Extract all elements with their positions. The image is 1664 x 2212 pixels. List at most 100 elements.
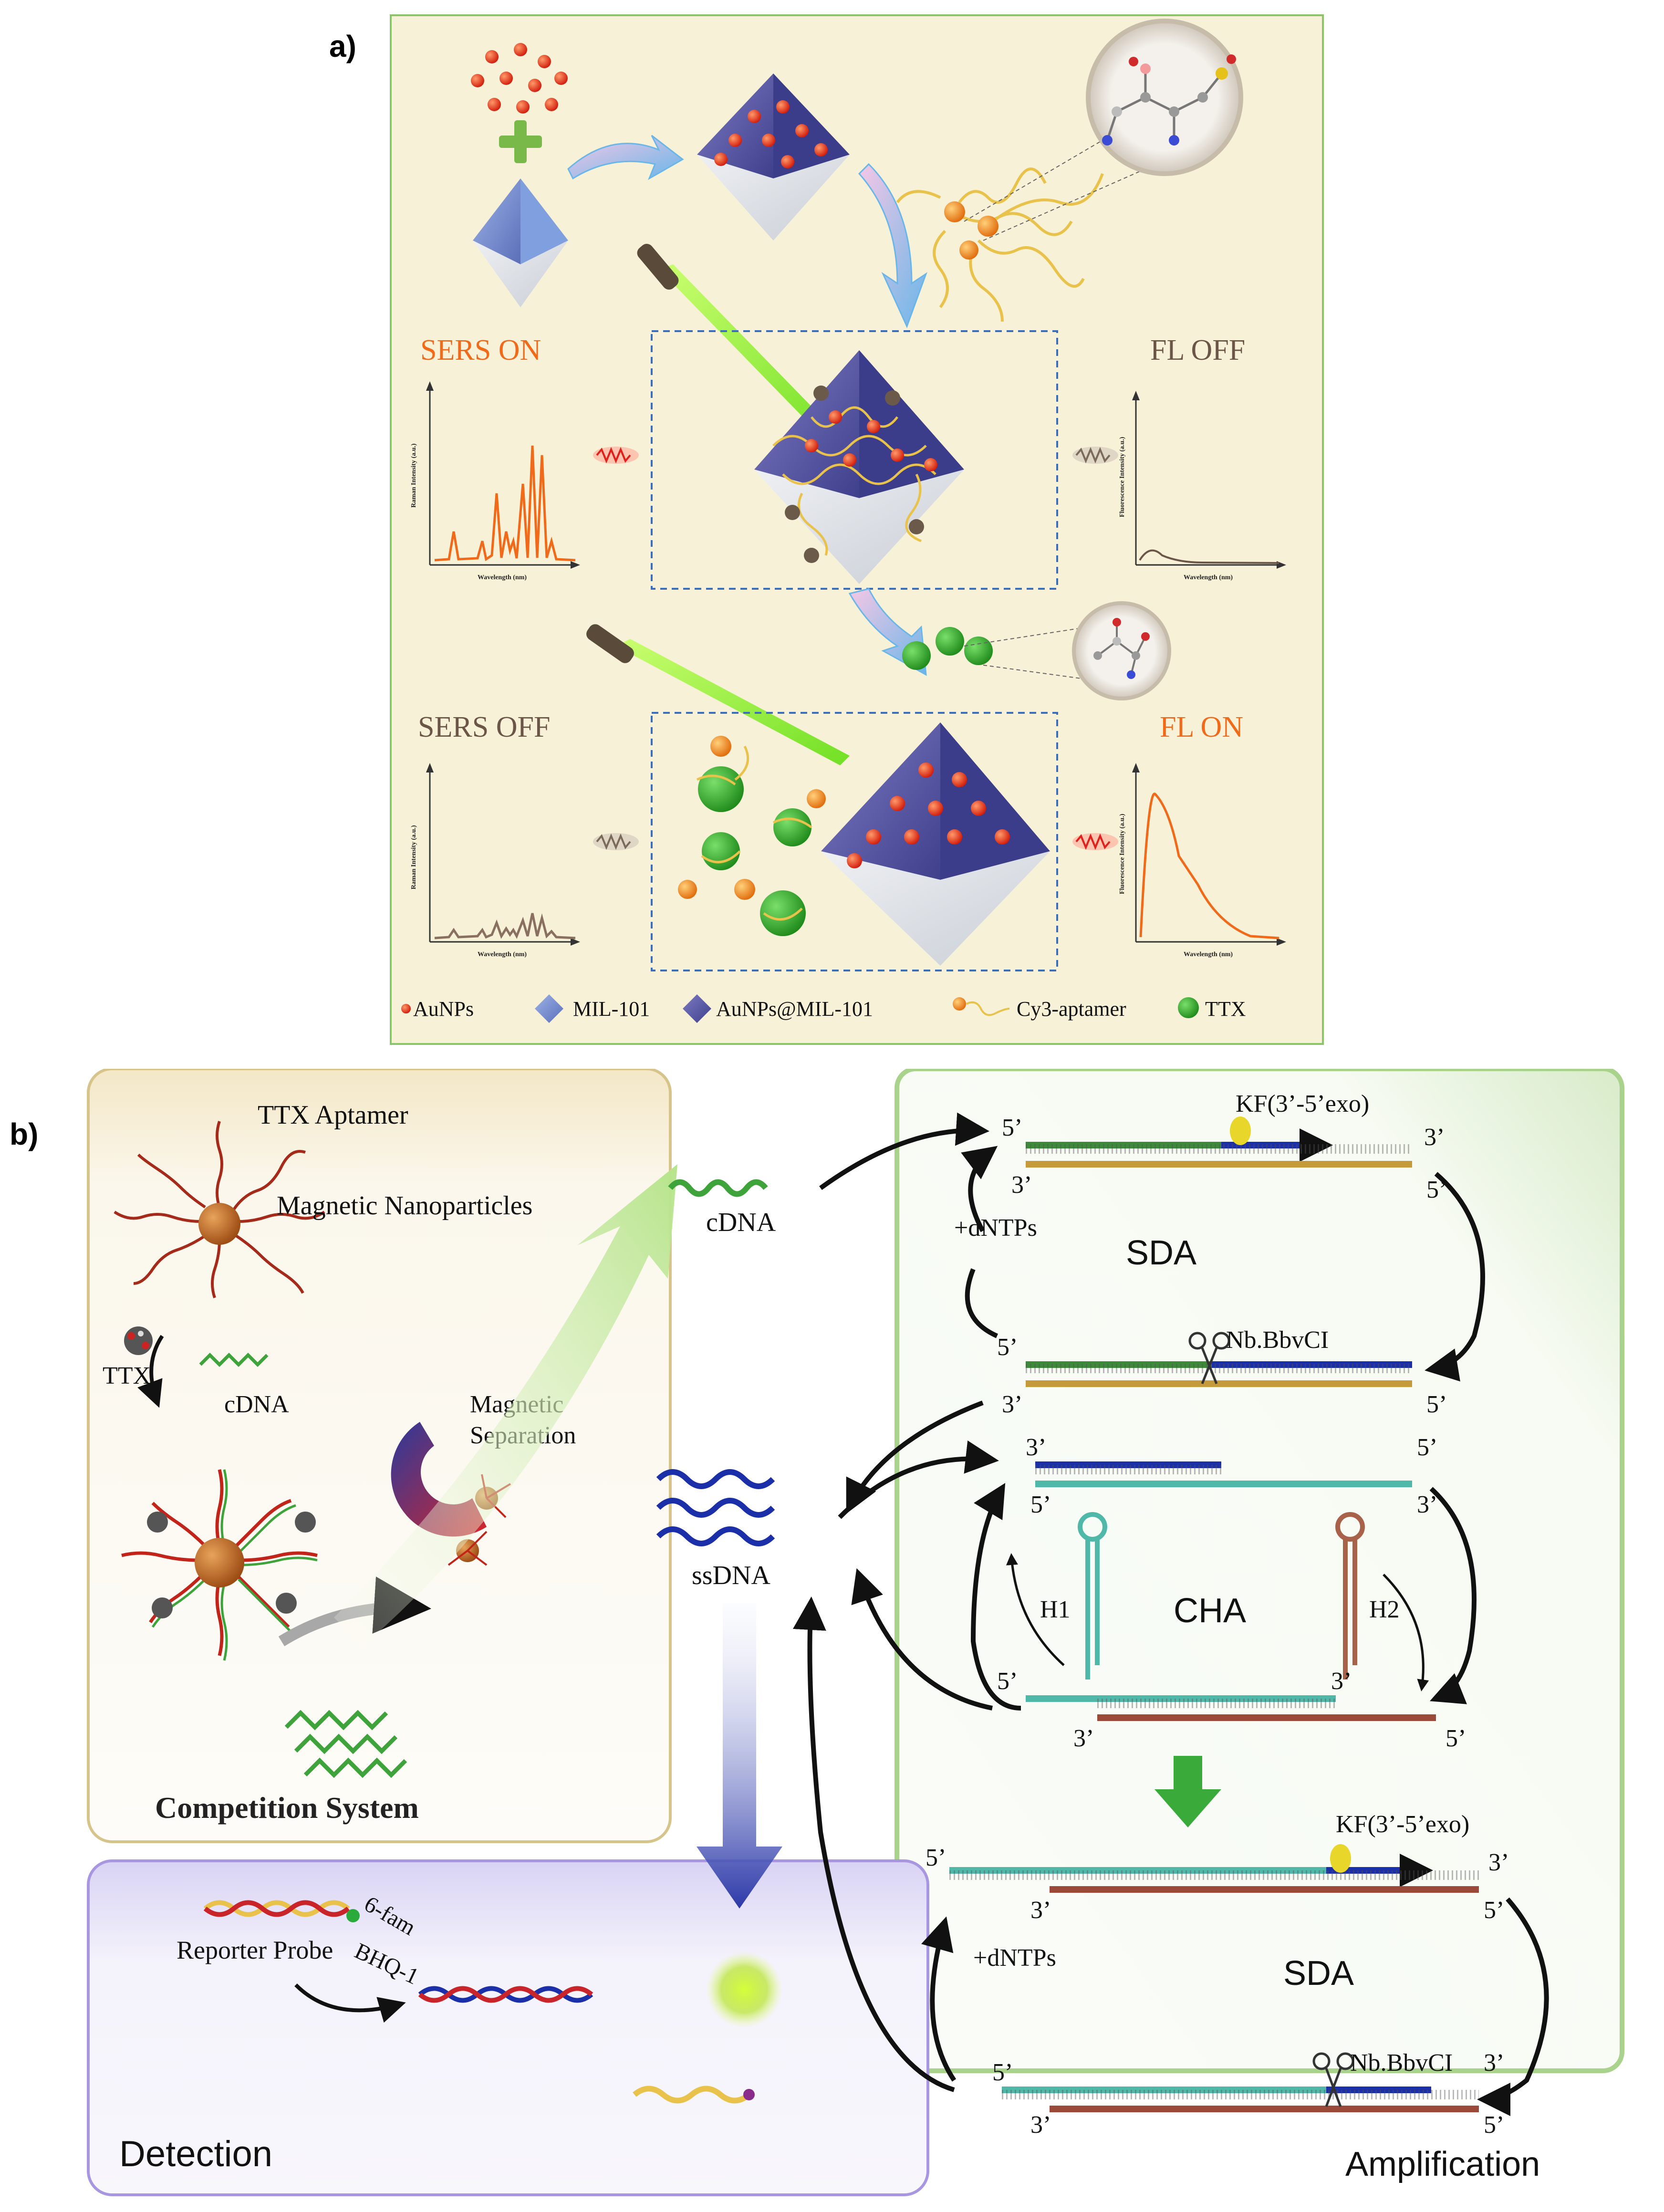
competition-system-title: Competition System — [155, 1791, 419, 1825]
complex-box-2 — [651, 712, 1058, 971]
fluor-xlabel: Wavelength (nm) — [1184, 574, 1233, 581]
five-prime-11: 5’ — [992, 2059, 1013, 2086]
legend-aunps: AuNPs — [413, 997, 474, 1021]
five-prime-10: 5’ — [1484, 1897, 1504, 1924]
legend-aunps-mil101-icon — [683, 994, 711, 1023]
fluorescence-spectrum-off-chart: Fluorescence Intensity (a.u.) Wavelength… — [1119, 391, 1286, 581]
cdna-to-sda-arrow — [819, 1112, 989, 1190]
ttx-molecule-icon — [124, 1326, 153, 1355]
amplification-title: Amplification — [1345, 2145, 1540, 2183]
legend-aunps-mil101: AuNPs@MIL-101 — [716, 997, 873, 1021]
panel-a-frame: SERS ON FL OFF — [390, 14, 1324, 1045]
kf-label-1: KF(3’-5’exo) — [1236, 1090, 1369, 1117]
process-arrow-1 — [567, 135, 684, 180]
ttx-molecule-zoom-icon — [1072, 601, 1171, 700]
sda-cycle-1 — [961, 1116, 1485, 1387]
fluorescence-spectrum-on-chart: Fluorescence Intensity (a.u.) Wavelength… — [1119, 763, 1286, 958]
amplification-panel — [894, 1069, 1624, 2073]
dntps-label-1: +dNTPs — [954, 1214, 1037, 1242]
nb-label-2: Nb.BbvCI — [1350, 2049, 1453, 2076]
five-prime-7: 5’ — [997, 1668, 1018, 1695]
cdna-strand-icon — [668, 1179, 768, 1197]
fluorescence-glow-icon — [706, 1951, 782, 2028]
five-prime-12: 5’ — [1484, 2111, 1504, 2139]
released-quencher-strand-icon — [633, 2086, 751, 2104]
sda-cycle-2 — [921, 1844, 1549, 2116]
five-prime-6: 5’ — [1030, 1491, 1051, 1518]
raman-xlabel: Wavelength (nm) — [478, 574, 527, 581]
h1-label: H1 — [1040, 1596, 1071, 1623]
ttx-cluster-icon — [902, 627, 993, 670]
reporter-probe-label: Reporter Probe — [177, 1936, 333, 1964]
sda-label-2: SDA — [1283, 1954, 1354, 1993]
raman-xlabel-2: Wavelength (nm) — [478, 951, 527, 958]
signal-wave-on-icon — [593, 447, 639, 464]
three-prime-7: 3’ — [1073, 1725, 1094, 1752]
three-prime-9: 3’ — [1030, 1897, 1051, 1924]
cdna-label-competition: cDNA — [224, 1391, 289, 1418]
three-prime-11: 3’ — [1030, 2111, 1051, 2139]
panel-b-illustration: TTX Aptamer Magnetic Nanoparticles TTX c… — [87, 1069, 1624, 2196]
blue-flow-arrow — [697, 1603, 782, 1909]
fluor-ylabel: Fluorescence Intensity (a.u.) — [1119, 437, 1126, 517]
legend-ttx-icon — [1178, 997, 1199, 1018]
aunps-cluster-icon — [471, 43, 568, 114]
green-flow-arrow — [334, 1164, 677, 1646]
competition-panel — [87, 1069, 672, 1843]
detection-arrow — [294, 1983, 406, 2023]
five-prime-4: 5’ — [1426, 1391, 1447, 1418]
legend-ttx: TTX — [1205, 997, 1246, 1021]
five-prime-3: 5’ — [997, 1334, 1018, 1361]
fl-on-label: FL ON — [1160, 711, 1243, 743]
ttx-label: TTX — [103, 1362, 151, 1389]
aptamer-magnetic-nanoparticle-icon — [114, 1121, 325, 1298]
aunps-mil101-octahedron-icon — [697, 73, 850, 240]
process-arrow-2 — [858, 163, 927, 328]
three-prime-2: 3’ — [1011, 1171, 1032, 1199]
raman-ylabel-2: Raman Intensity (a.u.) — [410, 825, 417, 889]
mil101-octahedron-icon — [473, 178, 568, 307]
three-prime-3: 3’ — [1002, 1391, 1022, 1418]
scissors-icon — [1188, 1332, 1230, 1384]
five-prime-9: 5’ — [926, 1844, 946, 1871]
five-prime-5: 5’ — [1417, 1434, 1437, 1461]
fl-off-label: FL OFF — [1150, 334, 1245, 366]
fluor-ylabel-2: Fluorescence Intensity (a.u.) — [1119, 814, 1126, 894]
magnetic-nanoparticles-label: Magnetic Nanoparticles — [277, 1191, 532, 1221]
raman-ylabel: Raman Intensity (a.u.) — [410, 443, 417, 508]
fluor-xlabel-2: Wavelength (nm) — [1184, 951, 1233, 958]
legend-mil101: MIL-101 — [573, 997, 650, 1021]
signal-wave-off-icon-2 — [593, 833, 639, 850]
five-prime-2: 5’ — [1426, 1176, 1447, 1203]
free-cdna-strands-icon — [284, 1710, 407, 1778]
dntps-label-2: +dNTPs — [973, 1944, 1056, 1972]
three-prime-1: 3’ — [1424, 1124, 1445, 1151]
ssdna-strands-icon — [656, 1469, 775, 1546]
panel-b-label: b) — [10, 1117, 39, 1151]
raman-spectrum-on-chart: Raman Intensity (a.u.) Wavelength (nm) — [410, 381, 580, 581]
legend-cy3: Cy3-aptamer — [1017, 997, 1126, 1021]
laser-pointer-icon — [637, 244, 850, 450]
kf-polymerase-icon-2 — [1330, 1844, 1351, 1873]
green-down-arrow — [1154, 1756, 1221, 1827]
three-prime-6: 3’ — [1331, 1668, 1352, 1695]
five-prime-8: 5’ — [1446, 1725, 1466, 1752]
cha-to-ssdna-arrow — [851, 1568, 993, 1711]
reporter-probe-icon — [203, 1900, 360, 1922]
cdna-squiggle-icon — [199, 1353, 269, 1367]
sda-to-ssdna-arrow — [846, 1400, 984, 1514]
h1-hairpin-icon — [1078, 1512, 1107, 1680]
bhq-quencher-icon — [743, 2089, 755, 2100]
three-prime-4: 3’ — [1026, 1434, 1046, 1461]
aunps-mil101-released-icon — [821, 722, 1050, 966]
complex-box-1 — [651, 330, 1058, 590]
h2-hairpin-icon — [1335, 1512, 1365, 1680]
ttx-aptamer-complexes-icon — [678, 736, 826, 936]
h2-label: H2 — [1369, 1596, 1400, 1623]
kf-polymerase-icon — [1230, 1116, 1251, 1145]
cha-cycle — [970, 1461, 1477, 1721]
sers-on-label: SERS ON — [420, 334, 541, 366]
legend-mil101-icon — [535, 994, 563, 1023]
laser-pointer-icon-2 — [586, 624, 850, 765]
sda-label-1: SDA — [1126, 1234, 1196, 1272]
